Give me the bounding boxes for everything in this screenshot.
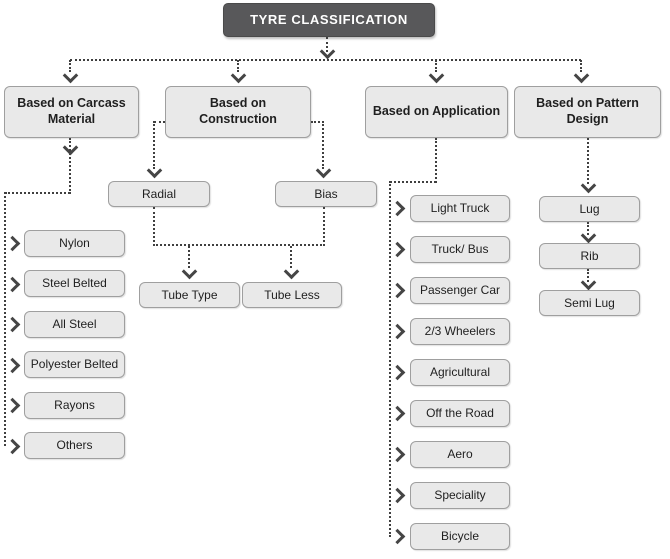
node-tube-type: Tube Type: [139, 282, 240, 308]
dotted-connector: [322, 121, 324, 169]
arrow-right-icon: [4, 276, 21, 293]
arrow-right-icon: [389, 487, 406, 504]
arrow-right-icon: [389, 364, 406, 381]
dotted-connector: [69, 60, 71, 72]
title-node: TYRE CLASSIFICATION: [223, 3, 435, 37]
node-steel-belted: Steel Belted: [24, 270, 125, 297]
branch-header-carcass-material: Based on Carcass Material: [4, 86, 139, 138]
arrow-right-icon: [389, 282, 406, 299]
arrow-right-icon: [4, 235, 21, 252]
node-rayons: Rayons: [24, 392, 125, 419]
arrow-down-icon: [62, 67, 79, 84]
node-rib: Rib: [539, 243, 640, 269]
dotted-connector: [153, 121, 155, 169]
arrow-down-icon: [573, 67, 590, 84]
dotted-connector: [5, 192, 70, 194]
arrow-down-icon: [580, 227, 597, 244]
dotted-connector: [580, 60, 582, 72]
arrow-right-icon: [389, 528, 406, 545]
arrow-right-icon: [389, 405, 406, 422]
node-light-truck: Light Truck: [410, 195, 510, 222]
arrow-right-icon: [389, 446, 406, 463]
node-bias: Bias: [275, 181, 377, 207]
arrow-down-icon: [580, 274, 597, 291]
arrow-right-icon: [4, 397, 21, 414]
branch-header-construction: Based on Construction: [165, 86, 311, 138]
arrow-down-icon: [315, 162, 332, 179]
node-nylon: Nylon: [24, 230, 125, 257]
dotted-connector: [390, 181, 436, 183]
dotted-connector: [153, 244, 325, 246]
arrow-down-icon: [428, 67, 445, 84]
node-semi-lug: Semi Lug: [539, 290, 640, 316]
dotted-connector: [435, 138, 437, 183]
dotted-connector: [69, 138, 71, 194]
node-speciality: Speciality: [410, 482, 510, 509]
node-2-3-wheelers: 2/3 Wheelers: [410, 318, 510, 345]
dotted-connector: [237, 60, 239, 72]
arrow-down-icon: [181, 263, 198, 280]
arrow-down-icon: [62, 139, 79, 156]
dotted-connector: [290, 246, 292, 268]
arrow-down-icon: [580, 177, 597, 194]
arrow-right-icon: [4, 316, 21, 333]
node-polyester-belted: Polyester Belted: [24, 351, 125, 378]
arrow-down-icon: [319, 43, 336, 60]
branch-header-pattern-design: Based on Pattern Design: [514, 86, 661, 138]
node-all-steel: All Steel: [24, 311, 125, 338]
dotted-connector: [4, 192, 6, 446]
node-lug: Lug: [539, 196, 640, 222]
arrow-right-icon: [389, 200, 406, 217]
arrow-right-icon: [4, 438, 21, 455]
dotted-connector: [587, 138, 589, 184]
node-agricultural: Agricultural: [410, 359, 510, 386]
dotted-connector: [389, 181, 391, 537]
arrow-down-icon: [146, 162, 163, 179]
dotted-connector: [587, 269, 589, 282]
dotted-connector: [326, 37, 328, 52]
dotted-connector: [188, 246, 190, 268]
arrow-down-icon: [283, 263, 300, 280]
node-passenger-car: Passenger Car: [410, 277, 510, 304]
node-others: Others: [24, 432, 125, 459]
arrow-down-icon: [230, 67, 247, 84]
dotted-connector: [311, 121, 324, 123]
dotted-connector: [153, 207, 155, 246]
branch-header-application: Based on Application: [365, 86, 508, 138]
node-tube-less: Tube Less: [242, 282, 342, 308]
arrow-right-icon: [389, 241, 406, 258]
node-truck-bus: Truck/ Bus: [410, 236, 510, 263]
node-radial: Radial: [108, 181, 210, 207]
dotted-connector: [435, 60, 437, 72]
dotted-connector: [70, 59, 581, 61]
arrow-right-icon: [389, 323, 406, 340]
arrow-right-icon: [4, 357, 21, 374]
dotted-connector: [323, 207, 325, 246]
node-bicycle: Bicycle: [410, 523, 510, 550]
dotted-connector: [154, 121, 165, 123]
dotted-connector: [587, 222, 589, 235]
node-aero: Aero: [410, 441, 510, 468]
node-off-the-road: Off the Road: [410, 400, 510, 427]
